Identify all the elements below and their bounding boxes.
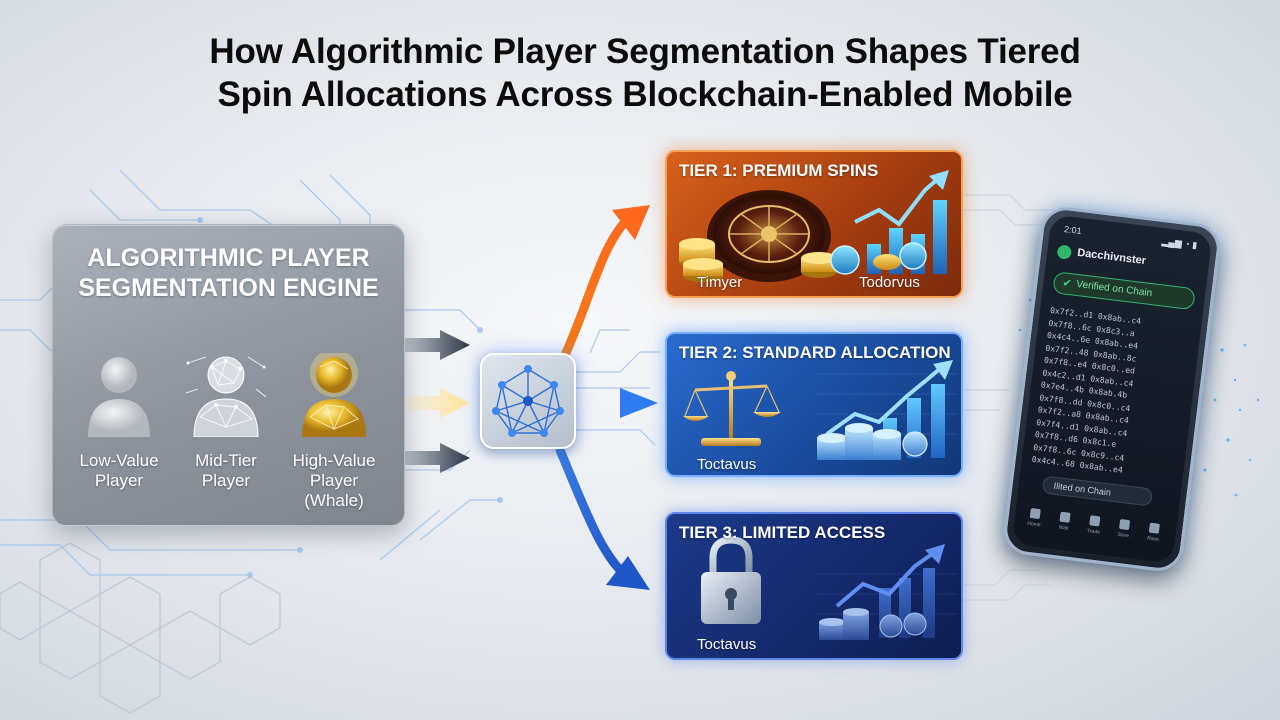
player-low-value: Low-Value Player bbox=[64, 353, 174, 491]
phone-screen: 2:01 ▂▄▆ ◔ ▮ Dacchivnster ✔ Verified on … bbox=[1011, 214, 1213, 564]
nav-item-save[interactable]: Save bbox=[1111, 518, 1137, 540]
player-label-line-3: (Whale) bbox=[304, 491, 364, 510]
mobile-phone: 2:01 ▂▄▆ ◔ ▮ Dacchivnster ✔ Verified on … bbox=[1000, 204, 1230, 576]
nav-item-wallet[interactable]: Walt bbox=[1051, 511, 1077, 533]
nav-item-rave[interactable]: Rave bbox=[1141, 522, 1167, 544]
network-user-icon bbox=[186, 356, 266, 437]
tier-3-card: TIER 3: LIMITED ACCESS Toctavus bbox=[665, 512, 963, 660]
player-high-value: High-Value Player (Whale) bbox=[279, 353, 389, 511]
network-icon bbox=[492, 365, 564, 437]
player-label-line-1: Mid-Tier bbox=[195, 451, 257, 470]
check-icon: ✔ bbox=[1061, 277, 1073, 291]
nav-label: Save bbox=[1117, 531, 1130, 540]
roulette-chart-illustration bbox=[679, 170, 949, 282]
status-icons: ▂▄▆ ◔ ▮ bbox=[1161, 236, 1198, 251]
nav-label: Home bbox=[1026, 520, 1041, 529]
player-label-line-2: Player bbox=[201, 471, 251, 490]
tier-2-caption: Toctavus bbox=[697, 456, 757, 473]
user-icon bbox=[88, 357, 150, 437]
player-label-line-1: High-Value bbox=[292, 451, 376, 470]
engine-title-line-2: SEGMENTATION ENGINE bbox=[78, 274, 379, 302]
transaction-list: 0x7f2..d1 0x8ab..c4 0x7f8..6c 0x8c3..a 0… bbox=[1031, 305, 1194, 484]
player-label: Low-Value Player bbox=[64, 451, 174, 491]
home-icon bbox=[1029, 508, 1041, 520]
tier-2-title: TIER 2: STANDARD ALLOCATION bbox=[679, 343, 951, 362]
title-line-1: How Algorithmic Player Segmentation Shap… bbox=[209, 32, 1081, 71]
page-title: How Algorithmic Player Segmentation Shap… bbox=[0, 30, 1280, 116]
player-label: Mid-Tier Player bbox=[171, 451, 281, 491]
tier-2-card: TIER 2: STANDARD ALLOCATION Toctavus bbox=[665, 332, 963, 477]
save-icon bbox=[1119, 518, 1131, 531]
app-name: Dacchivnster bbox=[1076, 246, 1147, 268]
tier-1-caption-left: Timyer bbox=[697, 274, 743, 291]
on-chain-status-text: Ilited on Chain bbox=[1053, 480, 1112, 498]
app-logo-icon bbox=[1056, 244, 1073, 260]
nav-item-trade[interactable]: Trade bbox=[1081, 514, 1107, 536]
engine-title: ALGORITHMIC PLAYER SEGMENTATION ENGINE bbox=[53, 243, 404, 303]
document-icon bbox=[1148, 522, 1160, 534]
nav-label: Walt bbox=[1058, 524, 1069, 532]
tier-1-card: TIER 1: PREMIUM SPINS Timyer Todorvus bbox=[665, 150, 963, 298]
engine-title-line-1: ALGORITHMIC PLAYER bbox=[87, 244, 370, 272]
tier-1-title: TIER 1: PREMIUM SPINS bbox=[679, 161, 879, 180]
segmentation-hub bbox=[480, 353, 576, 449]
player-mid-tier: Mid-Tier Player bbox=[171, 353, 281, 491]
trade-icon bbox=[1089, 515, 1101, 527]
on-chain-status-pill[interactable]: Ilited on Chain bbox=[1041, 475, 1154, 507]
player-label-line-2: Player bbox=[94, 471, 144, 490]
wallet-icon bbox=[1059, 511, 1071, 523]
tier-3-caption: Toctavus bbox=[697, 636, 757, 653]
tier-3-title: TIER 3: LIMITED ACCESS bbox=[679, 523, 886, 542]
lock-chart-illustration bbox=[701, 536, 957, 640]
scale-chart-illustration bbox=[683, 360, 957, 460]
status-time: 2:01 bbox=[1063, 224, 1083, 237]
verified-text: Verified on Chain bbox=[1075, 278, 1153, 300]
phone-body: 2:01 ▂▄▆ ◔ ▮ Dacchivnster ✔ Verified on … bbox=[1001, 204, 1223, 574]
nav-label: Rave bbox=[1146, 535, 1160, 543]
nav-label: Trade bbox=[1086, 528, 1101, 536]
title-line-2: Spin Allocations Across Blockchain-Enabl… bbox=[217, 75, 1073, 114]
gold-user-icon bbox=[302, 353, 366, 437]
player-label: High-Value Player (Whale) bbox=[279, 451, 389, 511]
bottom-nav: Home Walt Trade Save Rave bbox=[1021, 507, 1169, 551]
nav-item-home[interactable]: Home bbox=[1022, 507, 1048, 529]
player-label-line-1: Low-Value bbox=[79, 451, 159, 470]
tier-1-caption-right: Todorvus bbox=[859, 274, 920, 291]
segmentation-engine-panel: ALGORITHMIC PLAYER SEGMENTATION ENGINE L… bbox=[52, 224, 405, 526]
player-label-line-2: Player bbox=[309, 471, 359, 490]
